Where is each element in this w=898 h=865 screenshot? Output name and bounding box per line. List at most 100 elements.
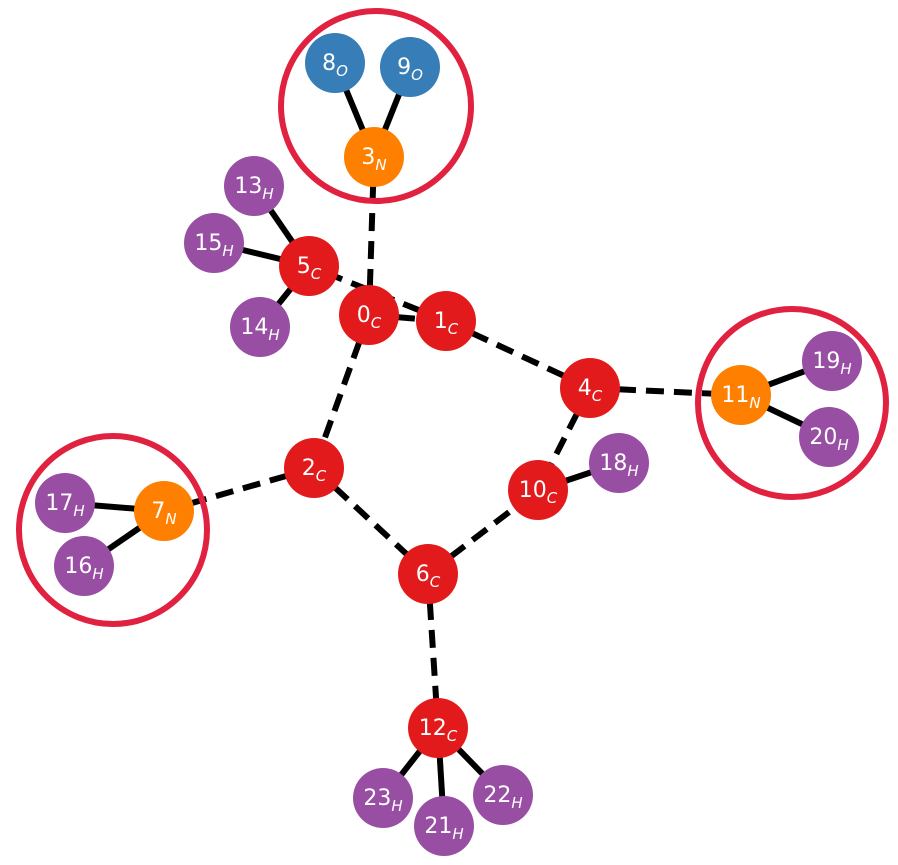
atom-4: 4C bbox=[560, 358, 620, 418]
atom-8-number: 8 bbox=[322, 51, 336, 76]
atom-16-element: H bbox=[92, 565, 103, 583]
atom-7-label: 7N bbox=[151, 499, 176, 528]
atom-15-element: H bbox=[222, 242, 233, 260]
atom-10-element: C bbox=[547, 489, 558, 507]
atom-15-number: 15 bbox=[194, 231, 222, 256]
atom-23: 23H bbox=[353, 768, 413, 828]
atom-7-number: 7 bbox=[151, 499, 165, 524]
atom-22-number: 22 bbox=[483, 783, 511, 808]
atom-22-label: 22H bbox=[483, 783, 522, 812]
atom-2: 2C bbox=[284, 438, 344, 498]
atom-3-number: 3 bbox=[361, 145, 375, 170]
atom-10-label: 10C bbox=[519, 478, 558, 507]
atom-18-node bbox=[589, 433, 649, 493]
atom-4-number: 4 bbox=[578, 376, 592, 401]
atom-3: 3N bbox=[344, 127, 404, 187]
atom-23-label: 23H bbox=[363, 786, 402, 815]
atom-11-number: 11 bbox=[721, 383, 749, 408]
atom-18-number: 18 bbox=[599, 451, 627, 476]
atom-17-label: 17H bbox=[45, 491, 84, 520]
atom-13-label: 13H bbox=[234, 174, 273, 203]
atom-11-node bbox=[711, 365, 771, 425]
atom-20-element: H bbox=[837, 436, 848, 454]
atom-21-node bbox=[414, 796, 474, 856]
atom-5-node bbox=[279, 236, 339, 296]
atom-19-number: 19 bbox=[812, 349, 840, 374]
atom-2-node bbox=[284, 438, 344, 498]
atom-6-number: 6 bbox=[416, 562, 430, 587]
atom-11-element: N bbox=[749, 394, 760, 412]
atom-18-element: H bbox=[627, 462, 638, 480]
atom-23-node bbox=[353, 768, 413, 828]
atom-16: 16H bbox=[54, 536, 114, 596]
atom-19-element: H bbox=[840, 360, 851, 378]
atom-0-label: 0C bbox=[357, 303, 382, 332]
atom-19-label: 19H bbox=[812, 349, 851, 378]
atom-15: 15H bbox=[184, 213, 244, 273]
atom-14-label: 14H bbox=[240, 315, 279, 344]
atom-1-label: 1C bbox=[434, 309, 459, 338]
atom-8-label: 8O bbox=[322, 51, 348, 80]
atom-17: 17H bbox=[35, 473, 95, 533]
atom-11: 11N bbox=[711, 365, 771, 425]
atom-19-node bbox=[802, 331, 862, 391]
atom-4-label: 4C bbox=[578, 376, 603, 405]
atom-14-node bbox=[230, 297, 290, 357]
atom-1-number: 1 bbox=[434, 309, 448, 334]
atom-13-element: H bbox=[262, 185, 273, 203]
atom-20-label: 20H bbox=[809, 425, 848, 454]
atom-1-node bbox=[416, 291, 476, 351]
atom-13-number: 13 bbox=[234, 174, 262, 199]
atom-10-node bbox=[508, 460, 568, 520]
atom-9-label: 9O bbox=[397, 55, 423, 84]
atom-14: 14H bbox=[230, 297, 290, 357]
atom-21-number: 21 bbox=[424, 814, 452, 839]
atom-12: 12C bbox=[408, 698, 468, 758]
atom-7-node bbox=[134, 481, 194, 541]
atom-13-node bbox=[224, 156, 284, 216]
atom-17-node bbox=[35, 473, 95, 533]
atom-15-label: 15H bbox=[194, 231, 233, 260]
atom-20-number: 20 bbox=[809, 425, 837, 450]
atom-23-element: H bbox=[391, 797, 402, 815]
atom-6: 6C bbox=[398, 544, 458, 604]
atom-3-node bbox=[344, 127, 404, 187]
atom-10: 10C bbox=[508, 460, 568, 520]
atom-21-label: 21H bbox=[424, 814, 463, 843]
atom-15-node bbox=[184, 213, 244, 273]
atom-12-number: 12 bbox=[419, 716, 447, 741]
atom-21: 21H bbox=[414, 796, 474, 856]
atom-22-element: H bbox=[511, 794, 522, 812]
atom-9-node bbox=[380, 37, 440, 97]
atom-5: 5C bbox=[279, 236, 339, 296]
atom-10-number: 10 bbox=[519, 478, 547, 503]
atom-2-label: 2C bbox=[302, 456, 327, 485]
atom-22-node bbox=[473, 765, 533, 825]
atom-8: 8O bbox=[305, 33, 365, 93]
atom-18: 18H bbox=[589, 433, 649, 493]
atom-20-node bbox=[799, 407, 859, 467]
atom-7-element: N bbox=[165, 510, 176, 528]
atom-21-element: H bbox=[452, 825, 463, 843]
atom-16-node bbox=[54, 536, 114, 596]
atom-22: 22H bbox=[473, 765, 533, 825]
atom-9-element: O bbox=[411, 66, 423, 84]
atom-0-element: C bbox=[371, 314, 382, 332]
atom-6-label: 6C bbox=[416, 562, 441, 591]
atom-4-element: C bbox=[592, 387, 603, 405]
atom-9: 9O bbox=[380, 37, 440, 97]
atom-5-element: C bbox=[311, 265, 322, 283]
atom-1: 1C bbox=[416, 291, 476, 351]
atom-1-element: C bbox=[448, 320, 459, 338]
atom-0-node bbox=[339, 285, 399, 345]
atom-4-node bbox=[560, 358, 620, 418]
atom-16-label: 16H bbox=[64, 554, 103, 583]
amine-group-11-highlight-ring bbox=[695, 306, 889, 500]
atom-12-label: 12C bbox=[419, 716, 458, 745]
nitro-group-highlight-ring bbox=[278, 8, 474, 204]
atom-19: 19H bbox=[802, 331, 862, 391]
atom-5-label: 5C bbox=[297, 254, 322, 283]
atom-13: 13H bbox=[224, 156, 284, 216]
